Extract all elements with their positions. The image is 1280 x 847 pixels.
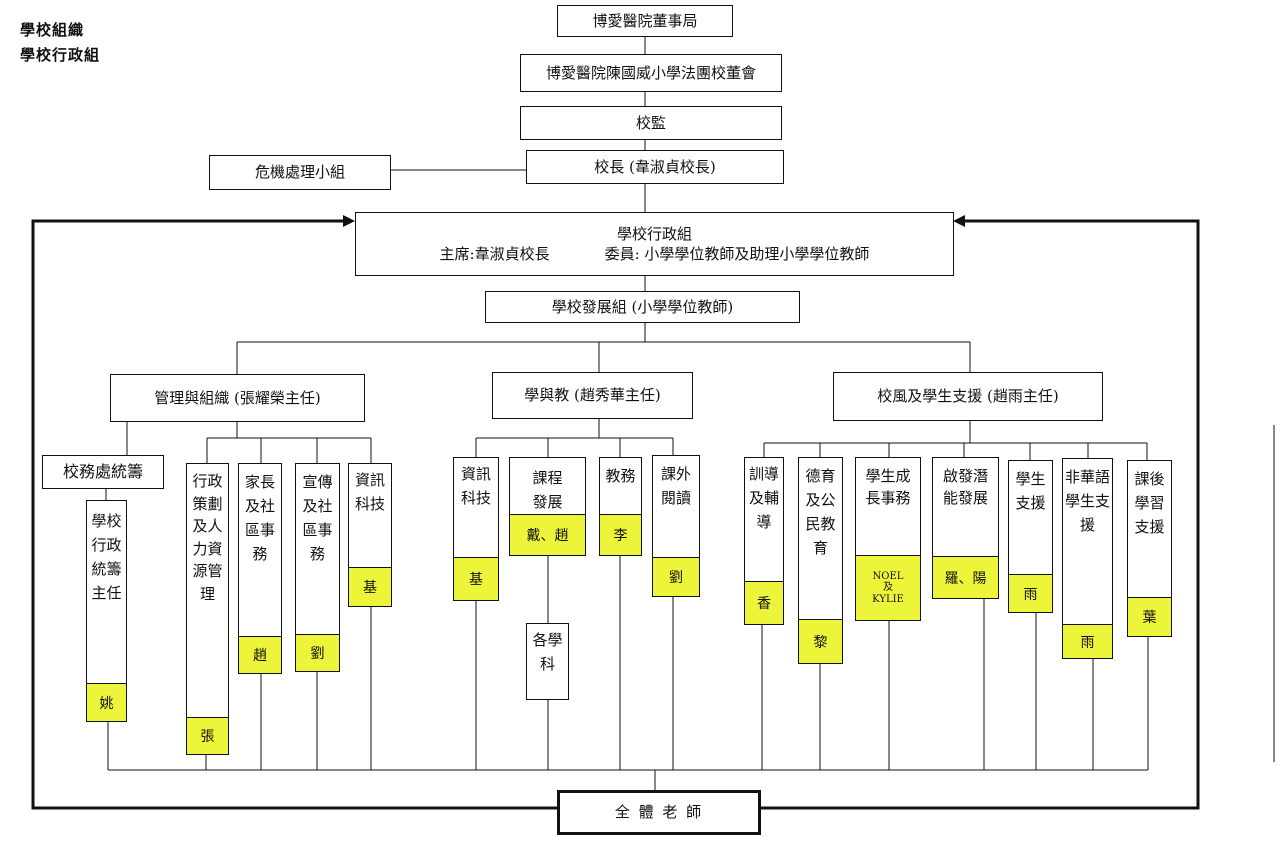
unit-parents-community: 家長及社區事務 趙 — [238, 463, 282, 674]
unit-tag: 雨 — [1009, 574, 1052, 612]
unit-tag: 劉 — [296, 634, 339, 671]
feedback-loop-left — [31, 219, 557, 810]
all-teachers-box: 全 體 老 師 — [557, 790, 761, 835]
feedback-loop-right — [761, 219, 1200, 810]
header-line-2: 學校行政組 — [20, 46, 101, 64]
unit-label: 教務 — [605, 467, 636, 485]
unit-student-support: 學生支援 雨 — [1008, 460, 1053, 613]
office-coordination-box: 校務處統籌 — [42, 455, 164, 489]
supervisor-box: 校監 — [520, 106, 782, 140]
unit-label: 訓導及輔導 — [748, 465, 779, 531]
unit-it-management: 資訊科技 基 — [348, 463, 392, 607]
unit-tag: NOEL 及 KYLIE — [856, 555, 920, 620]
unit-label: 學校行政統籌主任 — [91, 512, 122, 602]
admin-roles: 主席:韋淑貞校長 委員: 小學學位教師及助理小學學位教師 — [440, 244, 870, 264]
unit-publicity-community: 宣傳及社區事務 劉 — [295, 463, 340, 672]
unit-tag: 李 — [600, 514, 641, 555]
unit-label: 啟發潛能發展 — [943, 467, 989, 507]
unit-after-school-support: 課後學習支援 葉 — [1127, 460, 1172, 637]
unit-label: 學生成長事務 — [865, 467, 911, 507]
unit-label: 家長及社區事務 — [244, 473, 275, 563]
unit-student-growth: 學生成長事務 NOEL 及 KYLIE — [855, 457, 921, 621]
branch-teaching: 學與教 (趙秀華主任) — [492, 372, 693, 419]
unit-label: 學生支援 — [1015, 470, 1046, 512]
admin-group-box: 學校行政組 主席:韋淑貞校長 委員: 小學學位教師及助理小學學位教師 — [355, 212, 954, 276]
unit-curriculum: 課程發展 戴、趙 — [509, 457, 586, 556]
crisis-team-box: 危機處理小組 — [209, 155, 391, 190]
unit-tag: 劉 — [653, 557, 699, 596]
unit-tag: 基 — [349, 567, 391, 606]
unit-potential-development: 啟發潛能發展 羅、陽 — [932, 457, 999, 599]
unit-tag: 姚 — [87, 683, 126, 721]
unit-tag: 基 — [454, 557, 498, 600]
unit-tag-line: 及 — [883, 582, 893, 594]
branch-management: 管理與組織 (張耀榮主任) — [110, 374, 365, 422]
unit-tag: 趙 — [239, 636, 281, 673]
principal-box: 校長 (韋淑貞校長) — [526, 150, 784, 184]
unit-label: 課程發展 — [532, 469, 563, 511]
unit-label: 德育及公民教育 — [805, 467, 836, 557]
unit-label: 資訊科技 — [354, 471, 385, 513]
unit-moral-civic: 德育及公民教育 黎 — [798, 457, 843, 664]
branch-support: 校風及學生支援 (趙雨主任) — [833, 372, 1103, 421]
unit-tag: 香 — [745, 581, 783, 624]
unit-extra-reading: 課外閱讀 劉 — [652, 455, 700, 597]
arrowhead-right — [953, 215, 965, 227]
subjects-box: 各學科 — [526, 623, 569, 700]
unit-tag: 雨 — [1063, 624, 1112, 658]
unit-tag: 黎 — [799, 619, 842, 663]
unit-label: 資訊科技 — [460, 465, 491, 507]
unit-tag: 葉 — [1128, 597, 1171, 636]
unit-label: 課後學習支援 — [1134, 470, 1165, 536]
board-box: 博愛醫院董事局 — [557, 5, 733, 37]
subjects-label: 各學科 — [532, 631, 563, 673]
unit-non-chinese-support: 非華語學生支援 雨 — [1062, 458, 1113, 659]
unit-tag-line: NOEL — [872, 570, 904, 582]
unit-discipline-guidance: 訓導及輔導 香 — [744, 457, 784, 625]
unit-it-teaching: 資訊科技 基 — [453, 457, 499, 601]
unit-tag: 張 — [187, 717, 228, 754]
unit-label: 宣傳及社區事務 — [302, 473, 333, 563]
unit-tag: 戴、趙 — [510, 514, 585, 555]
unit-label: 課外閱讀 — [660, 465, 691, 507]
header-line-1: 學校組織 — [20, 21, 85, 39]
admin-title: 學校行政組 — [616, 224, 692, 243]
admin-members: 委員: 小學學位教師及助理小學學位教師 — [604, 245, 870, 263]
admin-chair: 主席:韋淑貞校長 — [439, 245, 550, 263]
unit-label: 行政策劃及人力資源管理 — [192, 472, 223, 603]
unit-tag-line: KYLIE — [872, 593, 904, 605]
committee-box: 博愛醫院陳國威小學法團校董會 — [520, 54, 782, 92]
unit-academic-affairs: 教務 李 — [599, 457, 642, 556]
development-group-box: 學校發展組 (小學學位教師) — [485, 291, 800, 323]
arrowhead-left — [343, 215, 355, 227]
unit-admin-coordinator: 學校行政統籌主任 姚 — [86, 500, 127, 722]
unit-planning-hr: 行政策劃及人力資源管理 張 — [186, 463, 229, 755]
unit-tag: 羅、陽 — [933, 556, 998, 598]
unit-label: 非華語學生支援 — [1065, 468, 1111, 534]
